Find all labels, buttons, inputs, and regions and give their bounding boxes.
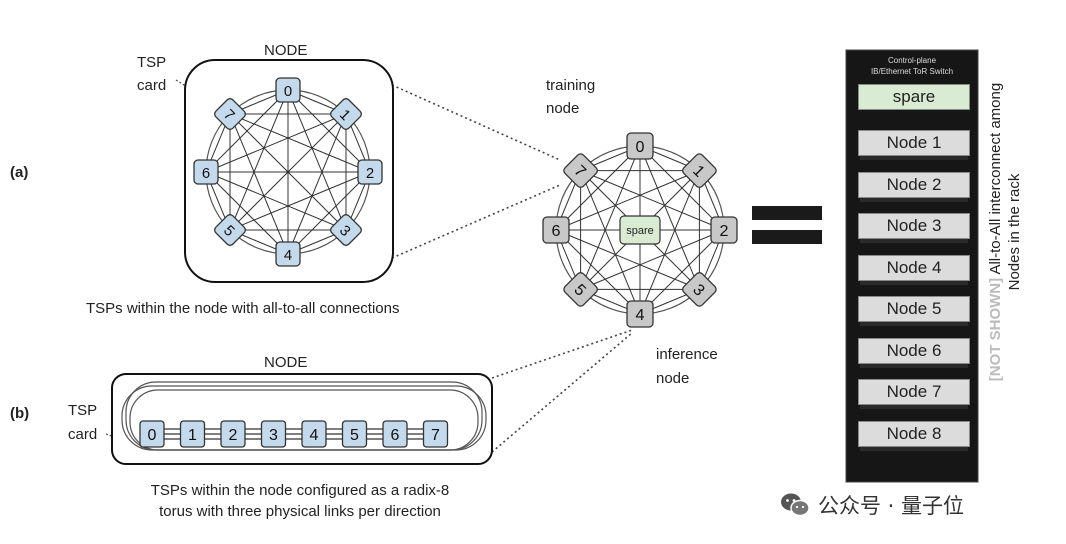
node-a-card-label-1: TSP [137,54,167,71]
side-note: [NOT SHOWN] All-to-All interconnect amon… [980,83,1060,410]
wechat-icon [781,493,810,517]
rack-node-label: Node 7 [886,382,942,401]
mid-node-7: 7 [563,153,598,188]
tsp-a-node-4: 4 [275,241,301,267]
node-a-graph: 0 1 2 3 4 5 6 7 [193,77,383,267]
inference-label-2: node [656,370,690,387]
svg-text:4: 4 [284,248,292,264]
svg-text:0: 0 [284,84,292,100]
svg-text:4: 4 [310,427,319,444]
tsp-b-node-4: 4 [301,420,327,448]
tsp-a-node-2: 2 [357,159,383,185]
rack-node-slot: Node 5 [858,296,970,322]
svg-text:6: 6 [552,222,561,240]
tsp-b-node-5: 5 [341,420,368,448]
tsp-b-node-6: 6 [382,420,408,448]
rack-node-label: Node 8 [886,423,942,443]
rack-node-slot: Node 1 [858,130,970,156]
svg-text:0: 0 [148,427,157,444]
svg-text:5: 5 [350,427,359,444]
svg-text:2: 2 [366,166,374,182]
inference-label-1: inference [656,346,718,363]
rack-node-slot: Node 8 [858,420,970,447]
mid-node-3: 3 [682,272,717,307]
node-a-caption: TSPs within the node with all-to-all con… [86,300,400,317]
watermark: 公众号 · 量子位 [780,490,964,520]
side-note-line1: All-to-All interconnect among [987,82,1004,275]
node-a-card-label-2: card [137,77,167,94]
chain-links [164,428,424,440]
side-note-line2: Nodes in the rack [1006,173,1023,291]
node-b-title: NODE [264,354,308,371]
rack-spare-label: spare [892,87,936,106]
svg-text:0: 0 [636,138,645,156]
rack-header-2: IB/Ethernet ToR Switch [870,67,954,76]
svg-text:6: 6 [391,427,400,444]
tsp-b-node-2: 2 [220,420,246,448]
mid-node-6: 6 [542,216,570,244]
training-label-2: node [546,100,580,117]
tsp-a-node-7: 7 [214,98,246,130]
tsp-a-node-5: 5 [214,214,246,246]
torus-links [121,381,487,451]
equals-sign [752,206,822,244]
watermark-text: 公众号 · 量子位 [818,494,965,518]
svg-text:spare: spare [626,225,654,237]
not-shown-label: [NOT SHOWN] [987,277,1004,382]
rack-node-label: Node 2 [886,174,942,194]
rack-header-1: Control-plane [887,56,937,65]
svg-text:2: 2 [229,427,238,444]
rack-node-label: Node 4 [886,257,942,277]
node-a-title: NODE [264,42,308,59]
mid-node-0: 0 [626,132,654,160]
svg-text:3: 3 [269,427,278,444]
tsp-a-node-1: 1 [330,98,362,130]
rack-node-slot: Node 7 [858,379,970,405]
svg-text:2: 2 [720,222,729,240]
rack-spare-slot: spare [858,84,970,110]
rack-node-slot: Node 2 [858,171,970,198]
node-b-caption-2: torus with three physical links per dire… [159,503,441,520]
rack-node-slot: Node 3 [858,213,970,239]
node-b-chain: 0 1 2 3 4 5 6 7 [139,420,449,448]
spare-tsp: spare [619,215,661,245]
middle-graph: spare 0 1 2 3 4 5 6 7 [542,132,738,328]
tsp-b-node-1: 1 [179,420,206,448]
rack-node-label: Node 1 [886,133,942,152]
rack-node-label: Node 5 [886,299,942,318]
panel-label-a: (a) [10,164,29,181]
connector-lines [391,84,633,453]
tsp-b-node-7: 7 [422,420,449,448]
node-b-caption-1: TSPs within the node configured as a rad… [150,482,450,499]
tsp-a-node-0: 0 [275,77,301,103]
rack-node-slot: Node 4 [858,254,970,281]
svg-text:4: 4 [636,306,645,324]
panel-label-b: (b) [10,405,30,422]
mid-node-4: 4 [626,300,654,328]
mid-node-2: 2 [710,216,738,244]
training-label-1: training [546,77,596,94]
svg-text:1: 1 [188,427,197,444]
node-b-card-label-1: TSP [68,402,98,419]
rack-node-label: Node 3 [886,216,942,235]
rack-node-slot: Node 6 [858,337,970,364]
tsp-b-node-3: 3 [260,420,287,448]
tsp-a-node-3: 3 [330,214,362,246]
tsp-b-node-0: 0 [139,420,165,448]
svg-text:6: 6 [202,166,210,182]
mid-node-5: 5 [563,272,598,307]
svg-text:7: 7 [431,427,440,444]
node-b-card-label-2: card [68,426,98,443]
tsp-a-node-6: 6 [193,159,219,185]
mid-node-1: 1 [682,153,717,188]
rack-node-label: Node 6 [886,340,942,360]
